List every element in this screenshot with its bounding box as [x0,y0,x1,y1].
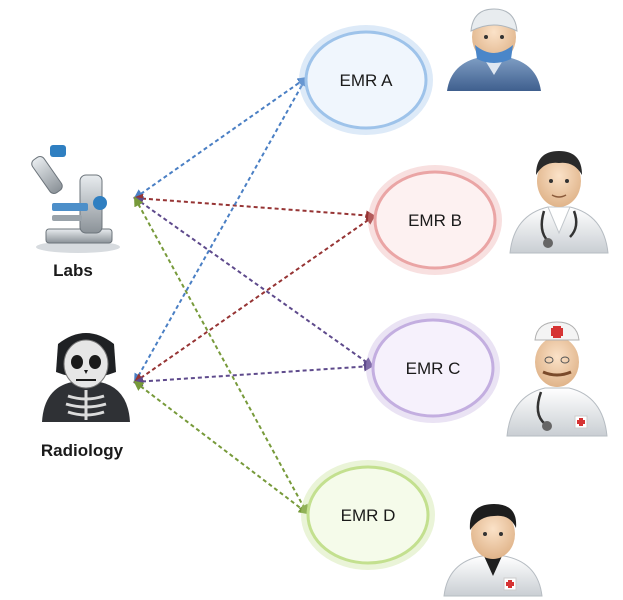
labs-label: Labs [53,261,93,280]
emr-a-halo [299,25,433,135]
emr-a-node: EMR A [299,25,433,135]
emr-b-ellipse [373,170,497,270]
emr-d-halo [301,460,435,570]
connection-links [133,76,376,515]
link-radiology-emr-b [133,214,376,384]
emr-b-label: EMR B [408,211,462,230]
link-radiology-emr-c [133,361,374,387]
microscope-icon [31,145,120,253]
doctor-icon [509,151,609,254]
xray-skeleton-icon [42,333,130,422]
link-labs-emr-a [133,76,308,200]
emr-d-label: EMR D [341,506,396,525]
radiology-label: Radiology [41,441,124,460]
emr-a-label: EMR A [340,71,394,90]
link-radiology-emr-d [133,380,309,515]
surgeon-icon [447,8,541,91]
emr-nodes: EMR A EMR B EMR C EMR D [299,25,502,570]
link-labs-emr-c [133,196,374,368]
emr-a-ellipse [304,30,428,130]
link-labs-emr-d [134,196,308,515]
link-labs-emr-b [133,193,376,221]
emr-b-node: EMR B [368,165,502,275]
emr-c-node: EMR C [366,313,500,423]
emr-c-ellipse [371,318,495,418]
emr-d-ellipse [306,465,430,565]
emr-d-node: EMR D [301,460,435,570]
emr-b-halo [368,165,502,275]
link-radiology-emr-a [134,76,307,384]
young-doctor-icon [443,504,543,597]
emr-c-halo [366,313,500,423]
emr-c-label: EMR C [406,359,461,378]
senior-doctor-icon [506,321,608,437]
